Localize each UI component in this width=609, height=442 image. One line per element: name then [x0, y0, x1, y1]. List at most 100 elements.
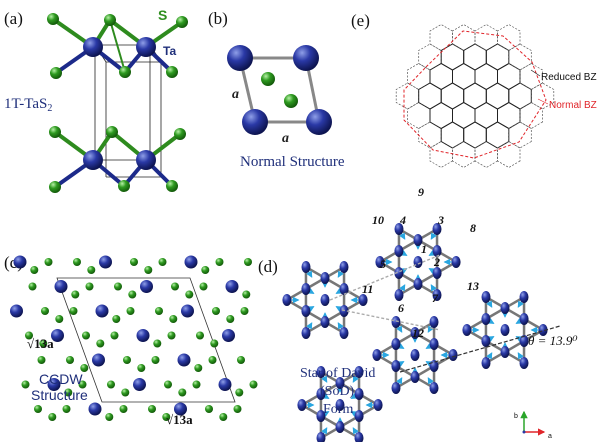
ta-atom [225, 280, 239, 293]
ta-atom [358, 294, 368, 306]
ta-atom [481, 313, 491, 325]
ta-atom [92, 353, 105, 367]
ta-atom [222, 329, 235, 342]
ta-atom [306, 109, 332, 135]
sqrt13a-vertical: √13a [27, 336, 54, 351]
ccdw-caption-line2: Structure [31, 387, 88, 403]
ta-atom [410, 371, 420, 383]
s-atom [69, 307, 78, 315]
ta-atom [519, 357, 529, 369]
theta-angle-label: θ = 13.9⁰ [528, 333, 578, 348]
s-atom [237, 356, 245, 364]
s-atom [226, 315, 235, 323]
bz-hexagon [508, 43, 532, 71]
bz-hexagon [530, 82, 555, 110]
atom-number-label: 6 [398, 301, 404, 315]
s-atom [49, 126, 61, 138]
ta-atom [242, 109, 268, 135]
s-atom [148, 405, 156, 413]
ta-atom [429, 338, 439, 350]
s-atom [55, 315, 64, 323]
atom-number-label: 3 [437, 213, 444, 227]
sod-atoms [282, 223, 548, 442]
ta-atom [481, 357, 491, 369]
ta-atom [320, 316, 330, 328]
bz-hexagon [485, 82, 510, 110]
s-atom [210, 339, 219, 348]
bz-hexagon [418, 82, 442, 110]
ta-atom [174, 402, 187, 416]
ta-atom [391, 338, 401, 350]
ta-atom [316, 366, 326, 378]
ta-atom [413, 234, 423, 246]
ccdw-caption-line1: CCDW [39, 371, 83, 387]
ta-atom [432, 245, 442, 257]
s-atom [106, 126, 118, 138]
atom-number-label: 4 [399, 213, 406, 227]
s-atom [185, 290, 194, 299]
ta-atom [429, 316, 439, 328]
s-atom [199, 282, 208, 291]
ta-atom [339, 327, 349, 339]
reduced-bz-label: Reduced BZ [541, 72, 597, 83]
ta-atom [354, 366, 364, 378]
bz-hexagon [463, 43, 487, 71]
s-atom [233, 405, 242, 413]
s-atom [261, 72, 275, 86]
panel-c: (c) √13a √13a CCDW Structure [4, 253, 258, 427]
panel-a-label: (a) [4, 9, 23, 28]
ta-atom [432, 223, 442, 235]
ta-atom [373, 399, 383, 411]
ta-atom [88, 402, 102, 416]
ta-atom [47, 378, 61, 391]
axis-b-label: b [514, 413, 518, 420]
s-atom [126, 307, 135, 315]
bz-hexagon [474, 101, 498, 130]
sod-caption-line1: Star of David [300, 366, 375, 381]
ta-atom [519, 291, 529, 303]
ta-atom [391, 382, 401, 394]
ta-atom [301, 327, 311, 339]
s-atom [249, 380, 258, 389]
ta-atom [375, 256, 385, 268]
bz-hexagon [497, 62, 521, 91]
ta-atom [136, 37, 156, 57]
atom-number-label: 9 [418, 185, 424, 199]
ta-atom [83, 150, 103, 170]
ta-atom [354, 388, 364, 400]
normal-bz-pointer [537, 98, 549, 105]
atom-number-label: 7 [432, 291, 439, 305]
s-atom [192, 380, 201, 389]
s-atom [87, 266, 96, 274]
atom-number-label: 5 [380, 257, 386, 271]
ta-atom [140, 280, 153, 293]
s-atom [66, 356, 74, 364]
bz-hexagon [429, 141, 453, 168]
s-atom [80, 364, 89, 372]
s-atom [240, 307, 249, 315]
s-atom [121, 388, 130, 397]
s-atom [167, 331, 176, 340]
ta-atom [432, 289, 442, 301]
ta-atom [320, 294, 330, 306]
panel-b: (b) a a Normal Structure [208, 9, 345, 170]
s-atom [284, 94, 298, 108]
bz-hexagon [429, 101, 453, 130]
ta-atom [316, 432, 326, 442]
axis-a-label: a [548, 433, 552, 440]
s-atom [166, 180, 178, 192]
s-atom [107, 380, 115, 389]
s-atom [78, 380, 87, 389]
bz-hexagon [463, 82, 487, 110]
s-atom [130, 258, 138, 266]
bz-hexagon [418, 121, 442, 149]
ta-atom [394, 223, 404, 235]
ta-atom [429, 382, 439, 394]
ta-atom [372, 349, 382, 361]
ta-atom [293, 45, 319, 71]
s-atom [25, 331, 33, 340]
s-atom [128, 290, 137, 299]
bz-hexagon [485, 121, 510, 149]
s-atom [41, 307, 49, 315]
